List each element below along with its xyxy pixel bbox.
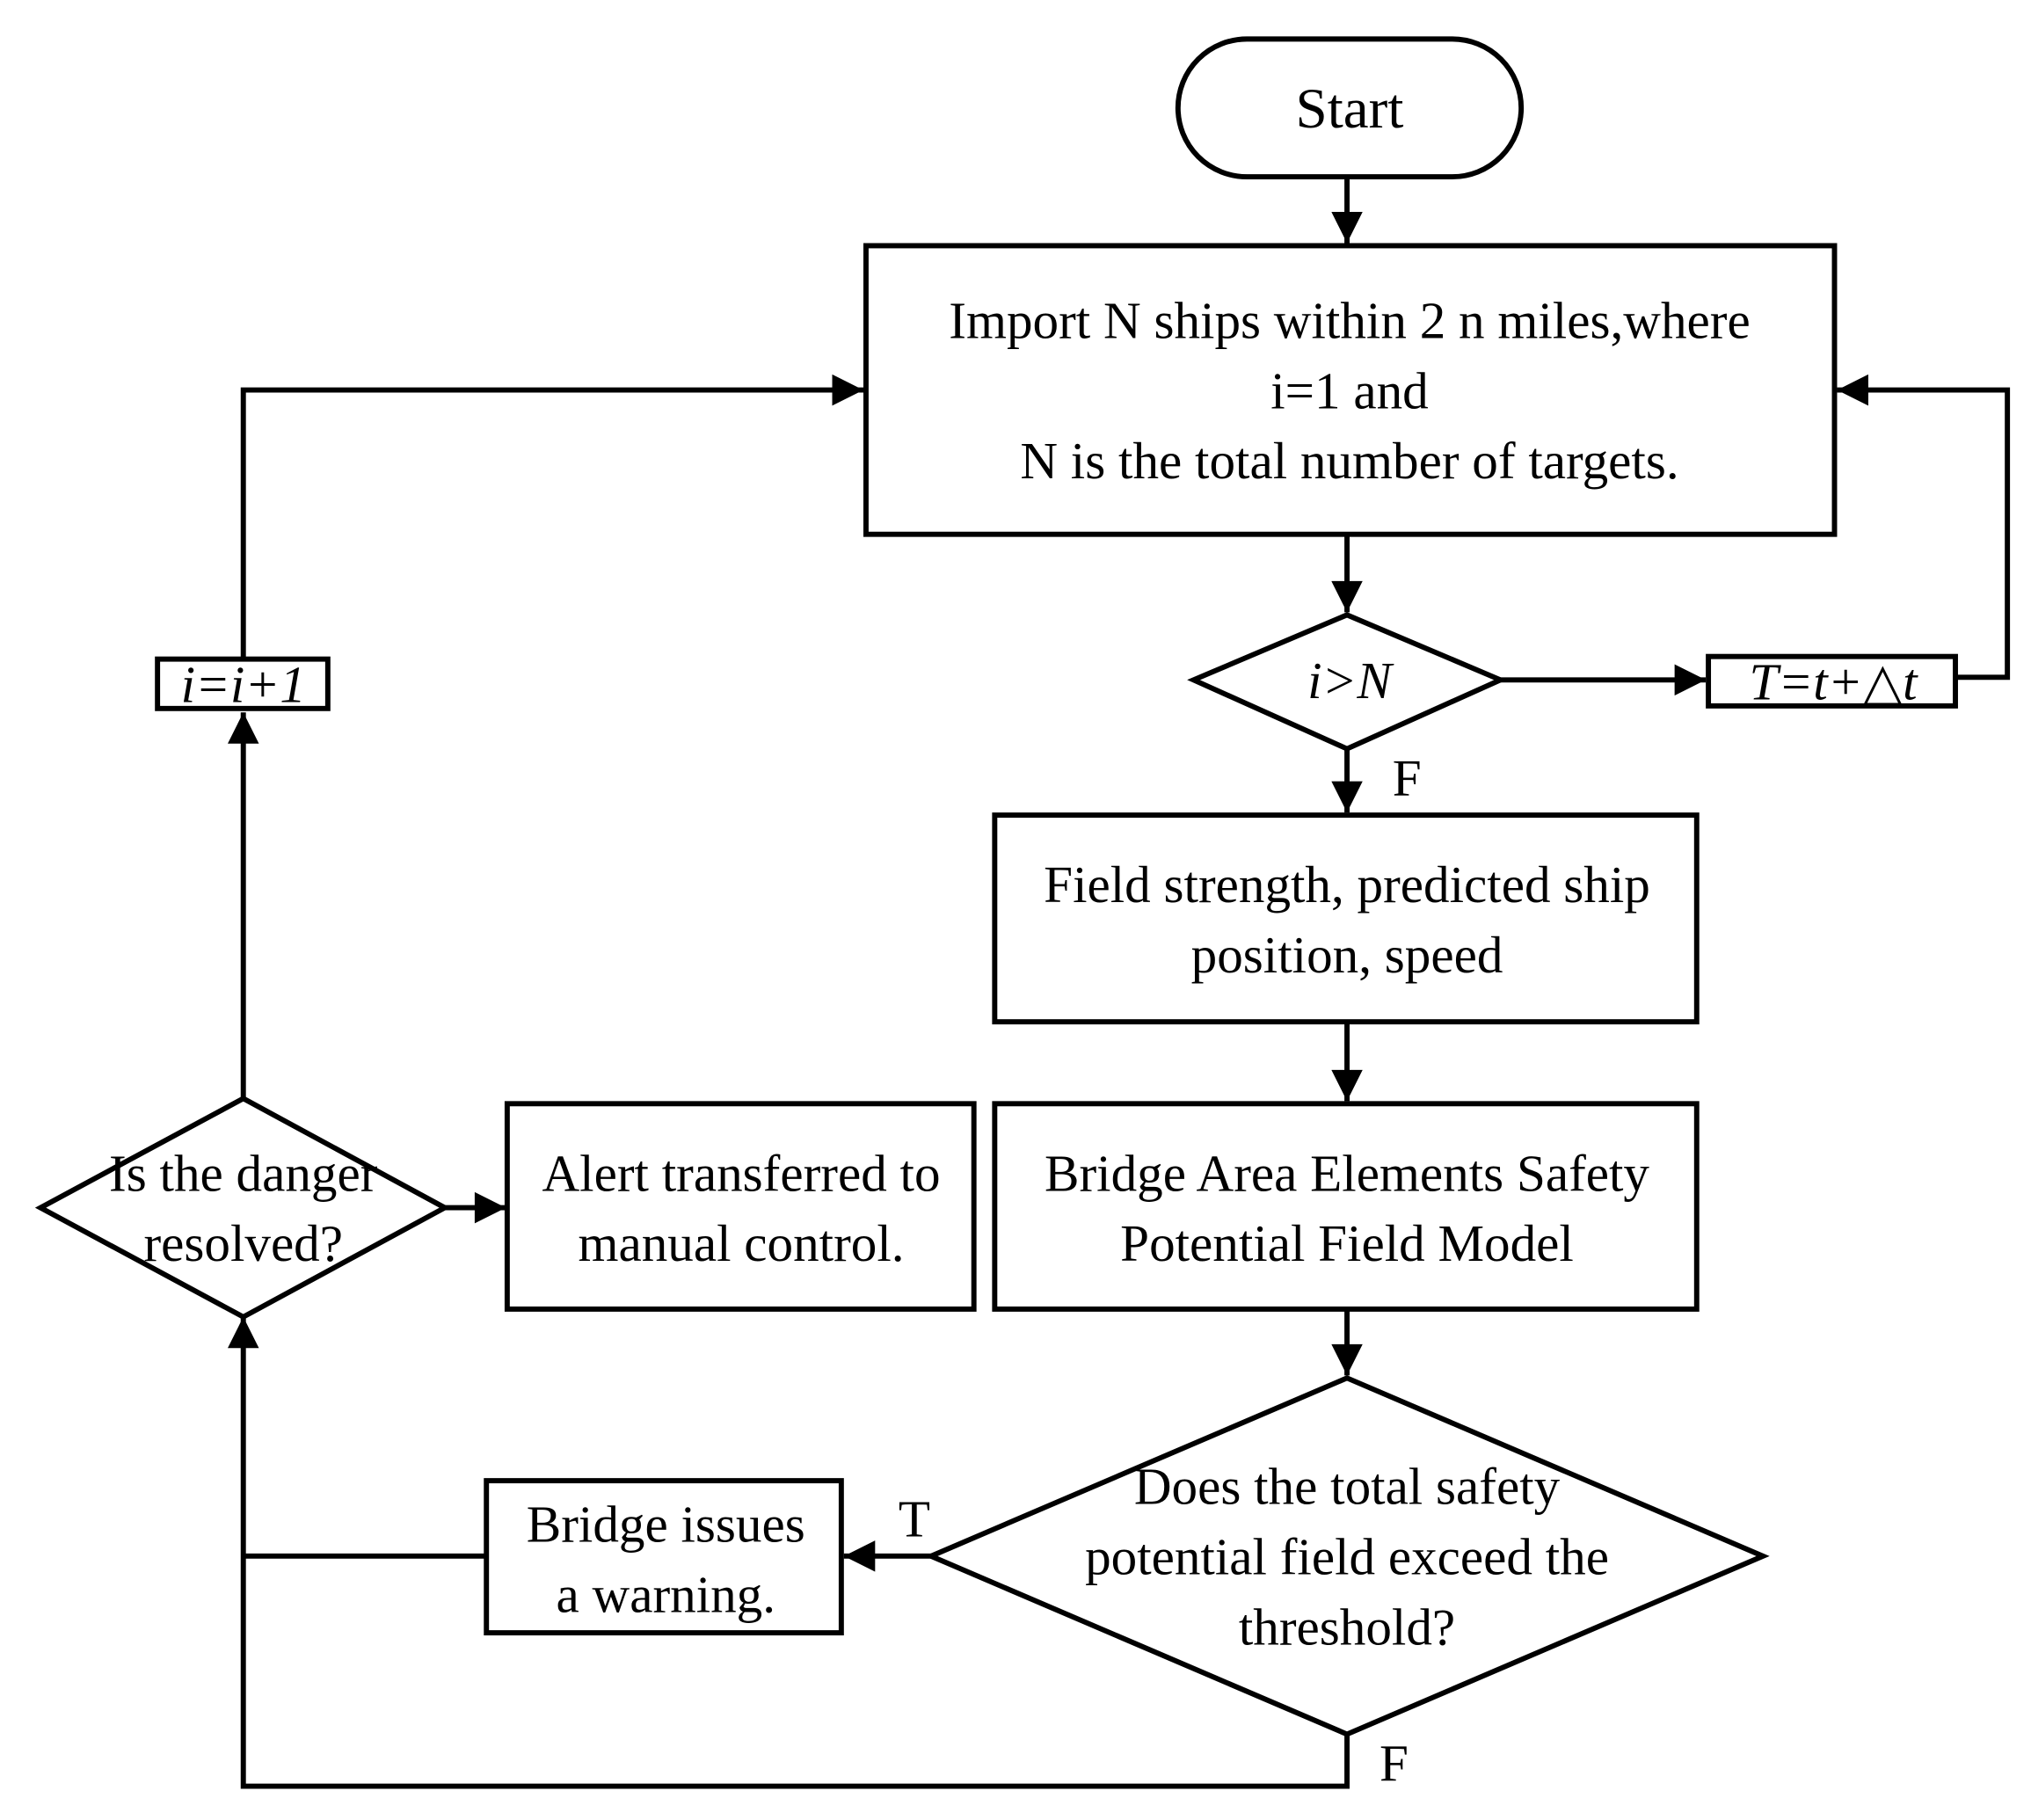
edge-label-threshold-true: T <box>899 1490 930 1548</box>
import-line-3: N is the total number of targets. <box>1020 432 1678 490</box>
import-line-2: i=1 and <box>1270 361 1428 419</box>
threshold-line-1: Does the total safety <box>1134 1458 1561 1516</box>
field-line-2: position, speed <box>1191 926 1503 984</box>
alert-line-2: manual control. <box>578 1214 904 1272</box>
warning-line-2: a warning. <box>556 1565 775 1623</box>
increment-label: i=i+1 <box>181 655 306 713</box>
import-line-1: Import N ships within 2 n miles,where <box>949 291 1750 349</box>
field-line-1: Field strength, predicted ship <box>1044 855 1650 914</box>
import-process: Import N ships within 2 n miles,where i=… <box>863 243 1838 537</box>
edge-label-cond-false: F <box>1393 749 1422 807</box>
loop-condition-decision: i>N <box>1187 612 1507 752</box>
resolved-line-2: resolved? <box>143 1214 343 1272</box>
warning-line-1: Bridge issues <box>527 1496 805 1554</box>
time-step-label: T=t+△t <box>1750 652 1919 710</box>
edge-timestep-to-import <box>1837 374 2011 681</box>
alert-line-1: Alert transferred to <box>542 1144 940 1202</box>
start-terminator: Start <box>1175 36 1525 180</box>
model-line-1: Bridge Area Elements Safety <box>1045 1144 1649 1202</box>
model-line-2: Potential Field Model <box>1120 1214 1574 1272</box>
edge-threshold-false-to-resolved <box>227 1316 1350 1789</box>
connectors <box>227 177 2011 1789</box>
field-process: Field strength, predicted ship position,… <box>992 812 1700 1025</box>
time-step-box: T=t+△t <box>1706 652 1958 710</box>
increment-box: i=i+1 <box>155 655 331 713</box>
model-process: Bridge Area Elements Safety Potential Fi… <box>992 1101 1700 1312</box>
edge-increment-to-import <box>240 374 864 659</box>
threshold-line-3: threshold? <box>1239 1598 1455 1656</box>
start-label: Start <box>1296 77 1404 141</box>
resolved-decision: Is the danger resolved? <box>34 1096 451 1321</box>
threshold-decision: Does the total safety potential field ex… <box>924 1375 1770 1737</box>
loop-condition-label: i>N <box>1307 652 1394 710</box>
resolved-line-1: Is the danger <box>109 1144 378 1202</box>
alert-process: Alert transferred to manual control. <box>504 1101 977 1312</box>
edge-label-threshold-false: F <box>1379 1735 1409 1793</box>
threshold-line-2: potential field exceed the <box>1085 1528 1609 1586</box>
warning-process: Bridge issues a warning. <box>484 1478 844 1636</box>
